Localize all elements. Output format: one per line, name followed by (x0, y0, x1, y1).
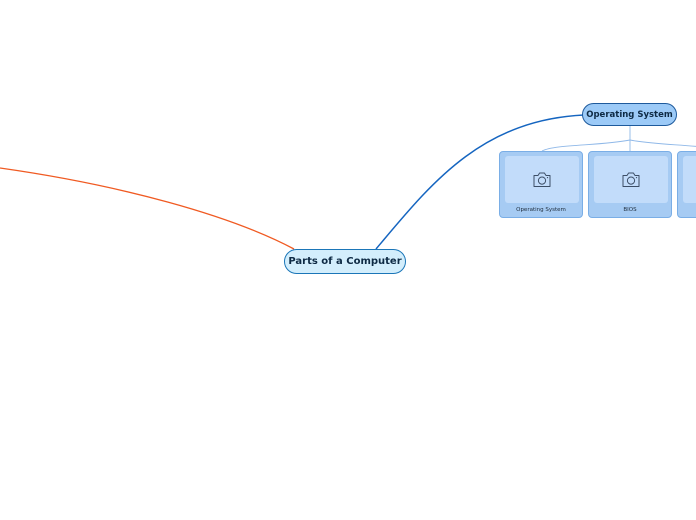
central-topic[interactable]: Parts of a Computer (284, 249, 406, 274)
image-card-partial[interactable] (677, 151, 696, 218)
image-placeholder (505, 156, 579, 203)
image-card-operating-system[interactable]: Operating System (499, 151, 583, 218)
branch-topic-label: Operating System (586, 109, 673, 120)
card-label: BIOS (623, 207, 637, 213)
left-branch-line (0, 167, 295, 250)
camera-icon (622, 172, 640, 187)
image-placeholder (594, 156, 668, 203)
central-topic-label: Parts of a Computer (288, 256, 402, 267)
card-connectors (541, 126, 696, 152)
branch-topic-operating-system[interactable]: Operating System (582, 103, 677, 126)
image-placeholder (683, 156, 696, 203)
card-label: Operating System (516, 207, 566, 213)
camera-icon (533, 172, 551, 187)
image-card-bios[interactable]: BIOS (588, 151, 672, 218)
right-branch-line (375, 114, 585, 250)
